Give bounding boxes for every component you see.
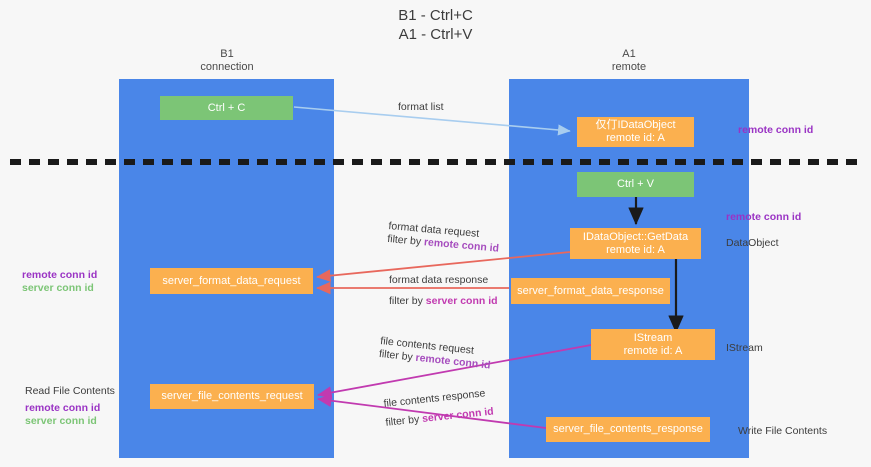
node-server-file-contents-request[interactable]: server_file_contents_request [150,384,314,409]
node-istream-line1: IStream [633,331,673,344]
node-istream[interactable]: IStream remote id: A [591,329,715,360]
lane-header-a1-sub: remote [611,61,647,73]
filter-key-server-conn-id: server conn id [425,295,498,307]
lane-header-b1-name: B1 [220,48,234,60]
margin-left-read-file-contents: Read File Contents [25,385,115,397]
node-ctrl-v[interactable]: Ctrl + V [577,172,694,197]
filter-prefix: filter by [386,232,425,249]
title-line-2: A1 - Ctrl+V [398,26,473,43]
node-data-object-line2: remote id: A [606,132,665,144]
node-idataobject-getdata[interactable]: IDataObject::GetData remote id: A [570,228,701,259]
node-server-format-data-request[interactable]: server_format_data_request [150,268,313,294]
node-server-format-data-response[interactable]: server_format_data_response [511,278,670,304]
edge-label-format-data-request: format data request filter by remote con… [387,220,501,256]
edge-label-file-contents-response-filter: filter by server conn id [385,406,494,430]
lane-header-b1-sub: connection [200,61,254,73]
margin-right-remote-conn-id-1: remote conn id [738,124,814,136]
lane-header-a1: A1 remote [544,48,714,74]
margin-left-server-conn-id-2: server conn id [25,415,97,427]
title-line-1: B1 - Ctrl+C [398,7,473,24]
node-ctrl-c[interactable]: Ctrl + C [160,96,293,120]
node-server-format-data-response-label: server_format_data_response [517,284,664,297]
node-server-file-contents-response[interactable]: server_file_contents_response [546,417,710,442]
filter-prefix: filter by [389,295,426,307]
node-get-data-line2: remote id: A [606,243,665,256]
margin-right-remote-conn-id-2: remote conn id [726,211,802,223]
node-ctrl-v-label: Ctrl + V [617,178,654,190]
node-data-object[interactable]: 仅仃IDataObject remote id: A [577,117,694,147]
margin-right-dataobject: DataObject [726,237,779,249]
margin-right-istream: IStream [726,342,763,354]
node-server-file-contents-response-label: server_file_contents_response [553,423,703,435]
node-istream-line2: remote id: A [623,344,683,357]
filter-prefix: filter by [378,347,417,364]
node-server-format-data-request-label: server_format_data_request [162,274,301,287]
edge-label-format-list: format list [398,101,444,113]
lane-header-b1: B1 connection [142,48,312,74]
edge-label-file-contents-request: file contents request filter by remote c… [378,335,492,373]
edge-label-file-contents-response: file contents response filter by server … [383,387,494,430]
margin-left-remote-conn-id-1: remote conn id [22,269,98,281]
margin-right-write-file-contents: Write File Contents [738,425,828,437]
margin-left-server-conn-id-1: server conn id [22,282,94,294]
node-server-file-contents-request-label: server_file_contents_request [161,390,303,402]
edge-label-format-data-response: format data response filter by server co… [389,274,498,308]
edge-label-format-data-response-filter: filter by server conn id [389,295,498,308]
node-get-data-line1: IDataObject::GetData [582,230,689,243]
margin-left-remote-conn-id-2: remote conn id [25,402,101,414]
node-ctrl-c-label: Ctrl + C [207,101,246,114]
page-title: B1 - Ctrl+C A1 - Ctrl+V [0,6,871,44]
filter-key-server-conn-id: server conn id [421,405,495,425]
edge-label-format-data-response-text: format data response [389,274,489,286]
lane-header-a1-name: A1 [622,48,636,60]
node-data-object-line1: 仅仃IDataObject [595,119,676,131]
filter-prefix: filter by [384,413,423,429]
